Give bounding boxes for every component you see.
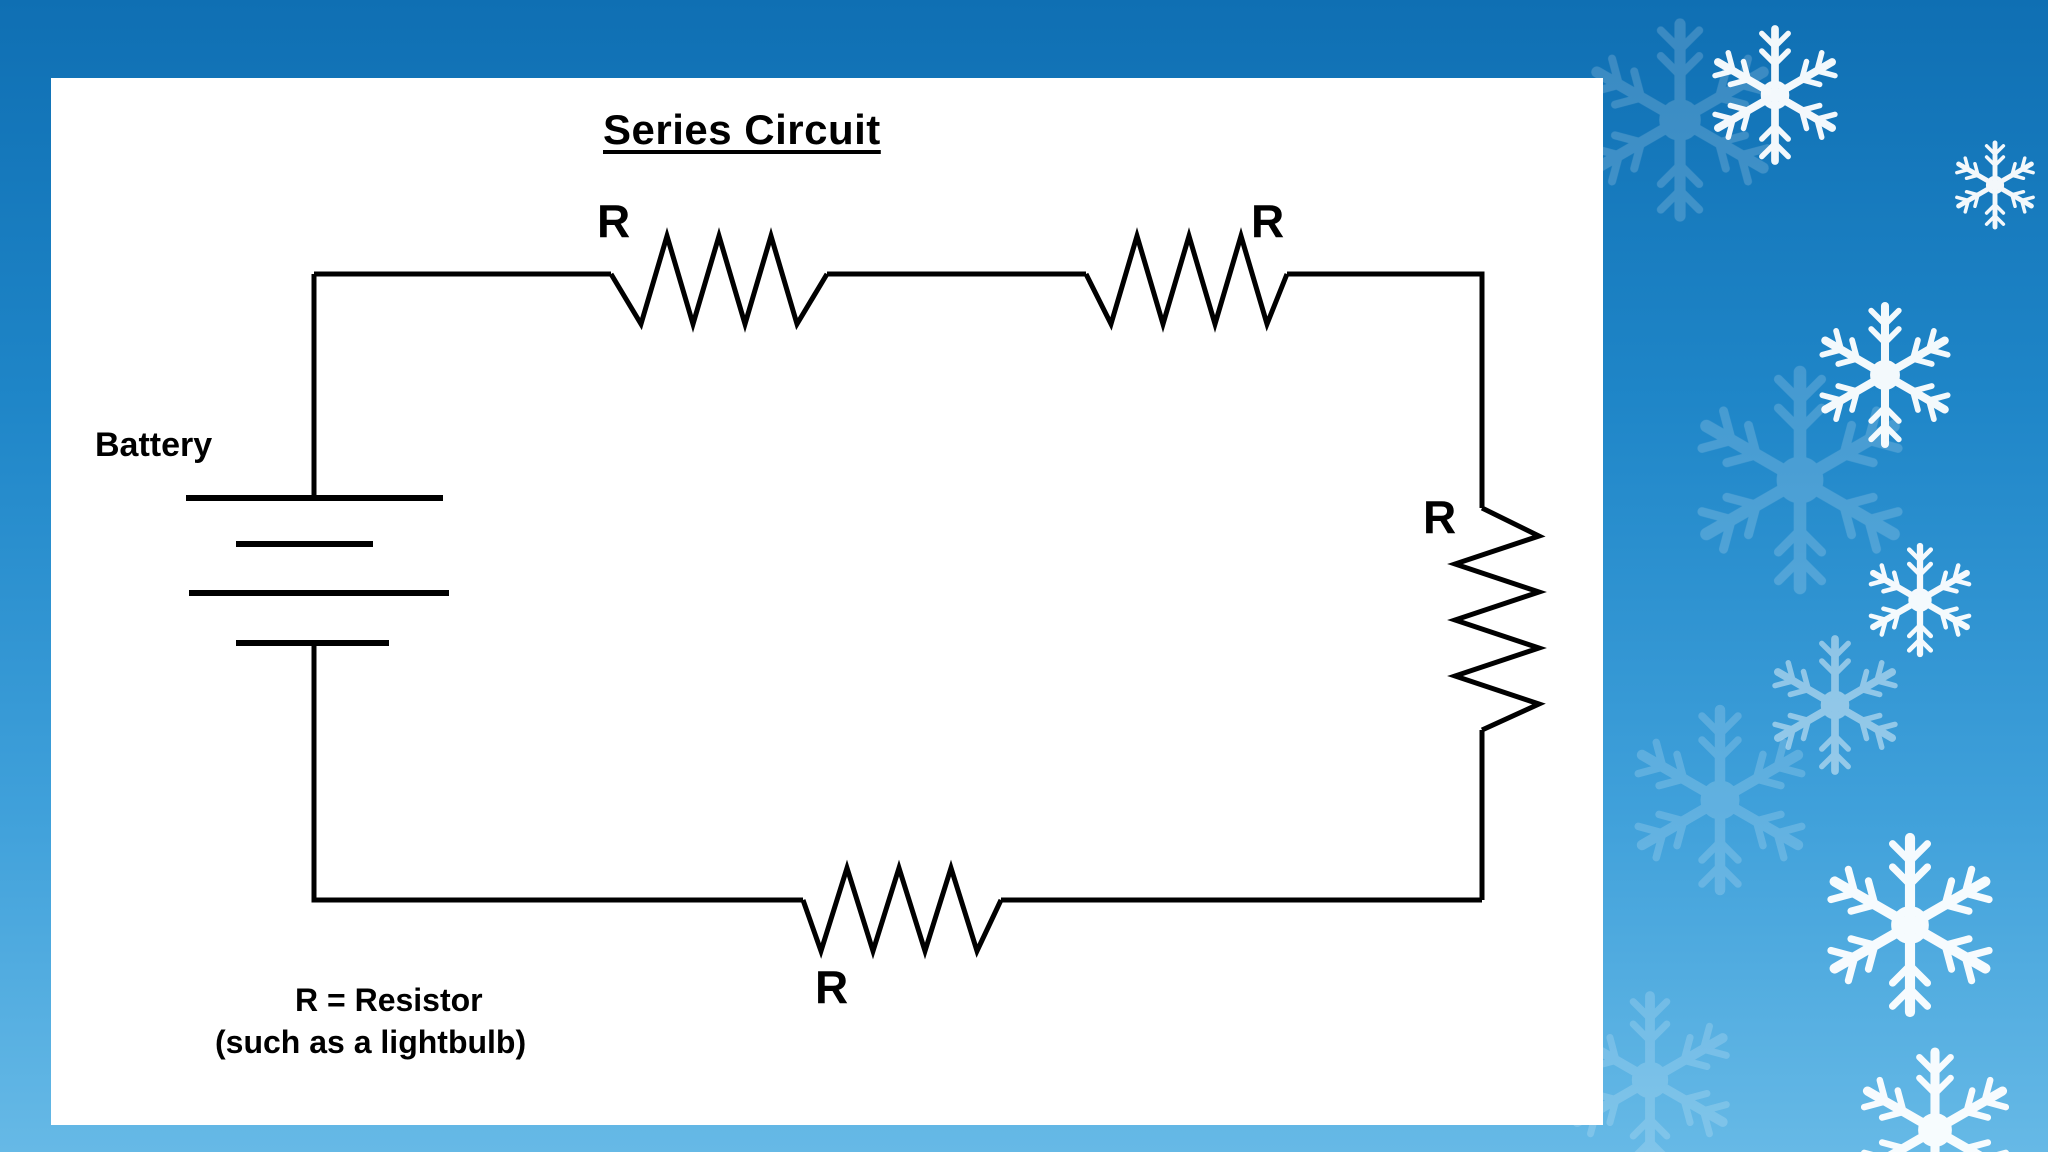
resistor-label: R	[597, 195, 631, 247]
resistor-label: R	[1423, 491, 1457, 543]
legend-text: R = Resistor	[295, 982, 483, 1018]
battery-symbol	[186, 495, 449, 646]
wire-bottom	[311, 643, 803, 903]
wire-top	[1287, 271, 1485, 508]
snowflake-icon	[1868, 546, 1972, 654]
snowflake-icon	[1818, 306, 1951, 444]
legend-text: (such as a lightbulb)	[215, 1024, 527, 1060]
snowflake-icon	[1954, 143, 2035, 227]
snowflake-icon	[1826, 838, 1994, 1012]
resistor-right	[1447, 505, 1547, 733]
snowflake-icon	[1771, 639, 1899, 771]
battery-label: Battery	[95, 426, 213, 464]
series-circuit-diagram	[186, 227, 1547, 960]
resistor-label: R	[815, 961, 849, 1013]
diagram-panel: Series Circuit R R R R Battery R = Resis…	[51, 78, 1603, 1125]
snowflake-icon	[1860, 1052, 2011, 1152]
resistor-label: R	[1251, 195, 1285, 247]
resistor-bottom	[800, 859, 1004, 960]
diagram-title: Series Circuit	[603, 106, 881, 153]
resistor-top-left	[608, 227, 830, 333]
resistor-top-right	[1083, 227, 1290, 333]
